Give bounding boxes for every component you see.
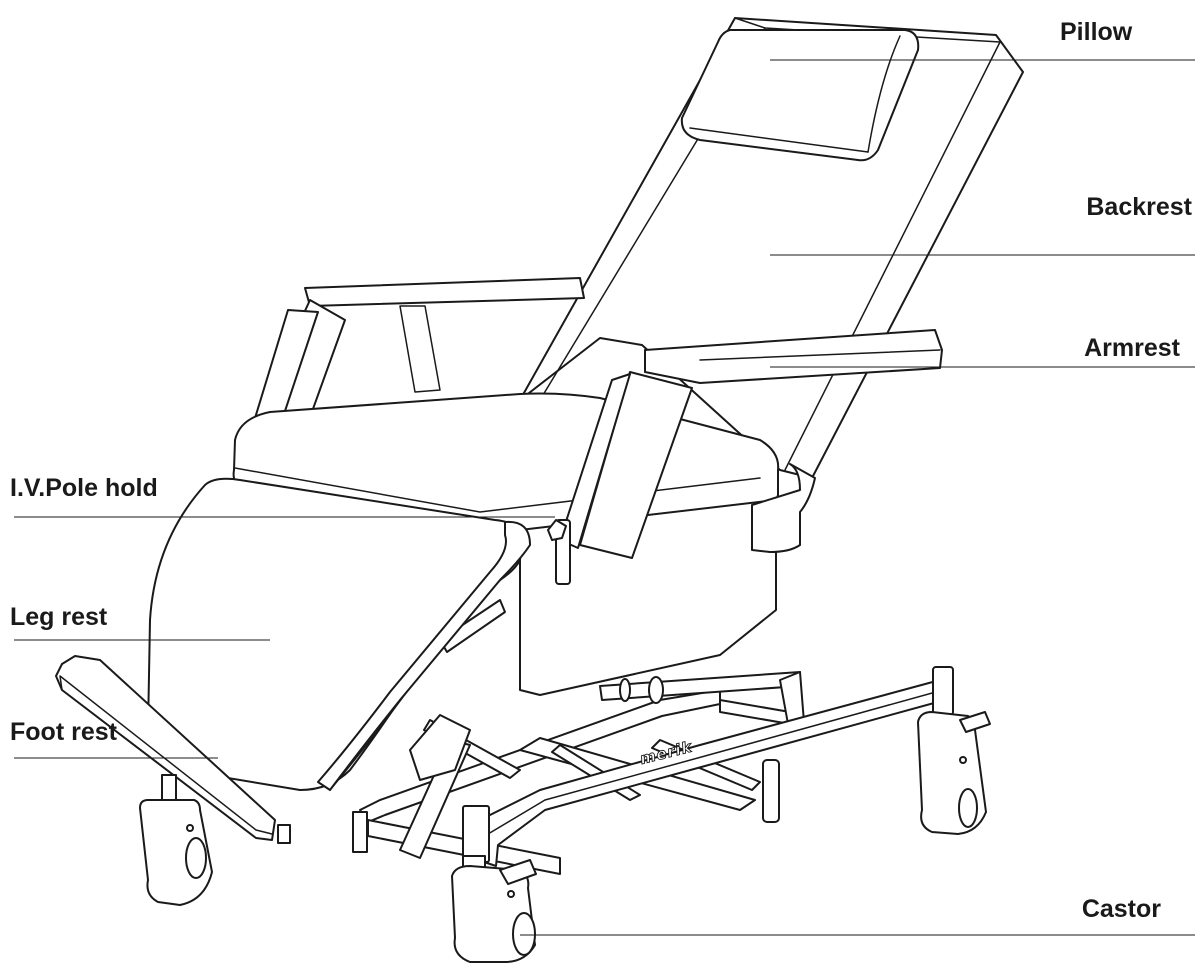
foot-rest-label: Foot rest bbox=[10, 718, 117, 746]
armrest-label: Armrest bbox=[1084, 334, 1180, 362]
castor-rear-right bbox=[917, 666, 991, 835]
foot-rest bbox=[55, 655, 291, 844]
castor-label: Castor bbox=[1081, 895, 1161, 923]
castor-front-center bbox=[451, 805, 537, 963]
leg-rest-label: Leg rest bbox=[10, 603, 108, 631]
pillow-label: Pillow bbox=[1060, 18, 1133, 46]
callout-lines bbox=[14, 59, 1195, 936]
castor-front-left bbox=[139, 774, 213, 906]
near-armrest bbox=[559, 329, 943, 559]
legrest-frame bbox=[317, 520, 531, 791]
pillow bbox=[680, 29, 920, 162]
backrest-label: Backrest bbox=[1086, 193, 1192, 221]
iv-pole-label: I.V.Pole hold bbox=[10, 474, 158, 502]
left-armrest bbox=[249, 277, 585, 446]
iv-pole-holder bbox=[547, 519, 571, 585]
